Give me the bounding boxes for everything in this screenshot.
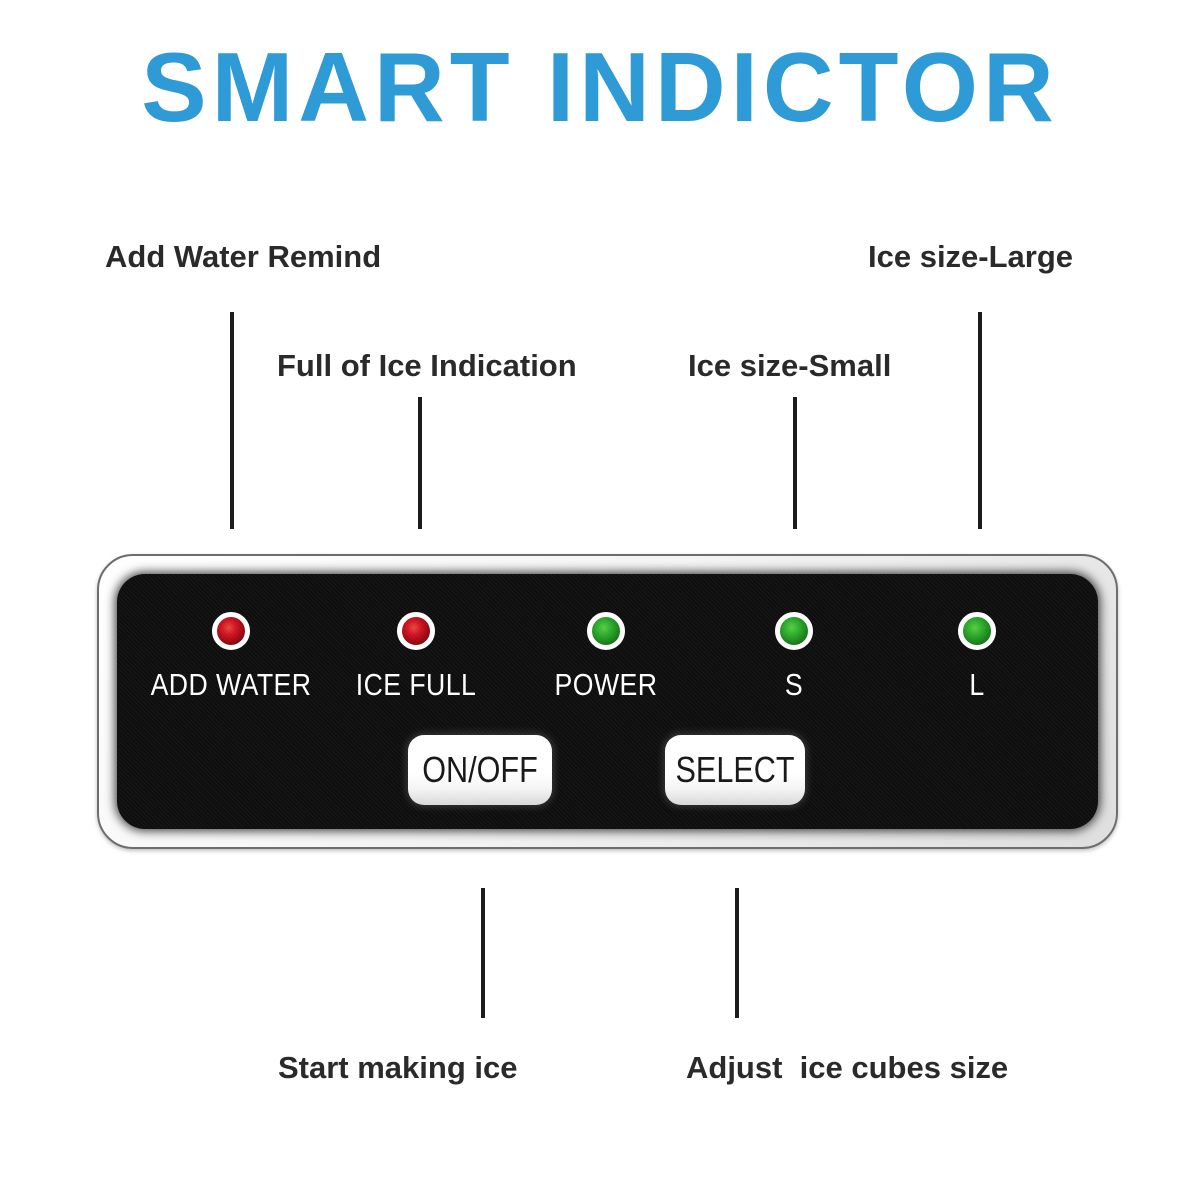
control-panel: ADD WATER ICE FULL POWER S L ON/OFF [117,574,1098,829]
indicator-label: ADD WATER [150,667,312,702]
callout-adjust-ice-size: Adjust ice cubes size [686,1050,1009,1085]
connector-line-start-making-ice [481,888,485,1018]
connector-line-ice-small [793,397,797,529]
callout-add-water-remind: Add Water Remind [105,239,382,274]
page-title: SMART INDICTOR [141,32,1059,142]
on-off-button-label: ON/OFF [422,749,538,790]
connector-line-adjust-ice-size [735,888,739,1018]
on-off-button[interactable]: ON/OFF [408,735,552,805]
connector-line-ice-full [418,397,422,529]
callout-ice-size-small: Ice size-Small [688,348,892,383]
indicator-label: L [969,667,985,702]
size-large-led-icon [958,612,996,650]
size-small-led-icon [775,612,813,650]
connector-line-add-water [230,312,234,529]
callout-full-of-ice: Full of Ice Indication [277,348,577,383]
select-button-label: SELECT [675,749,795,790]
connector-line-ice-large [978,312,982,529]
add-water-led-icon [212,612,250,650]
indicator-label: S [784,667,804,702]
callout-ice-size-large: Ice size-Large [868,239,1074,274]
callout-start-making-ice: Start making ice [278,1050,518,1085]
indicator-label: POWER [554,667,658,702]
ice-full-led-icon [397,612,435,650]
indicator-label: ICE FULL [355,667,477,702]
control-panel-frame: ADD WATER ICE FULL POWER S L ON/OFF [97,554,1118,849]
select-button[interactable]: SELECT [665,735,805,805]
power-led-icon [587,612,625,650]
